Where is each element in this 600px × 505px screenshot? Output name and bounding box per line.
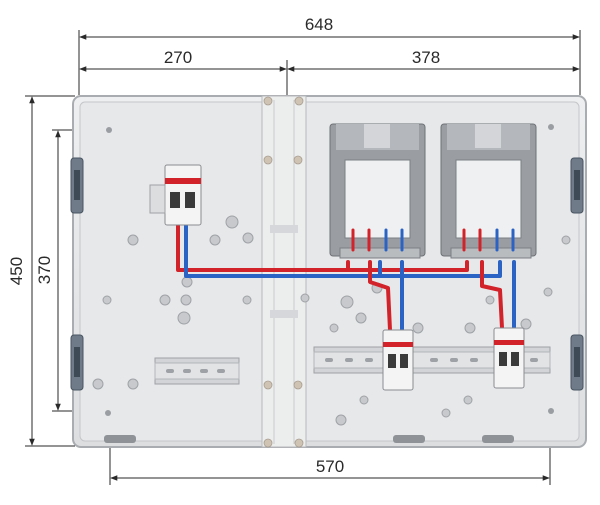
meter-breaker-2 [493, 327, 525, 389]
label-inner-height: 370 [35, 256, 54, 284]
wire-blue-bracket2-top [495, 228, 515, 252]
label-overall-width: 648 [305, 15, 333, 34]
hinge-right-bottom [570, 334, 584, 391]
din-rail-left [154, 357, 240, 385]
wire-red-to-breaker1 [368, 260, 392, 332]
hinge-right-top [570, 157, 584, 214]
wire-red-main [176, 223, 469, 272]
label-overall-height: 450 [7, 257, 26, 285]
dimension-lines [25, 30, 581, 485]
wire-red-bracket1-top [351, 228, 371, 252]
din-rail-right [313, 346, 551, 374]
label-mounting-width: 570 [316, 457, 344, 476]
label-right-width: 378 [412, 48, 440, 67]
main-breaker [149, 164, 202, 226]
wires [176, 223, 516, 332]
meter-bracket-2 [440, 123, 537, 259]
hinge-left-bottom [70, 334, 84, 391]
hinge-left-top [70, 157, 84, 214]
wire-red-bracket2-top [462, 228, 482, 252]
meter-bracket-1 [329, 123, 426, 259]
label-left-width: 270 [164, 48, 192, 67]
meter-breaker-1 [382, 329, 414, 391]
wire-blue-main [184, 223, 502, 278]
wire-red-to-breaker2 [480, 260, 504, 330]
wire-blue-bracket1-top [384, 228, 404, 252]
